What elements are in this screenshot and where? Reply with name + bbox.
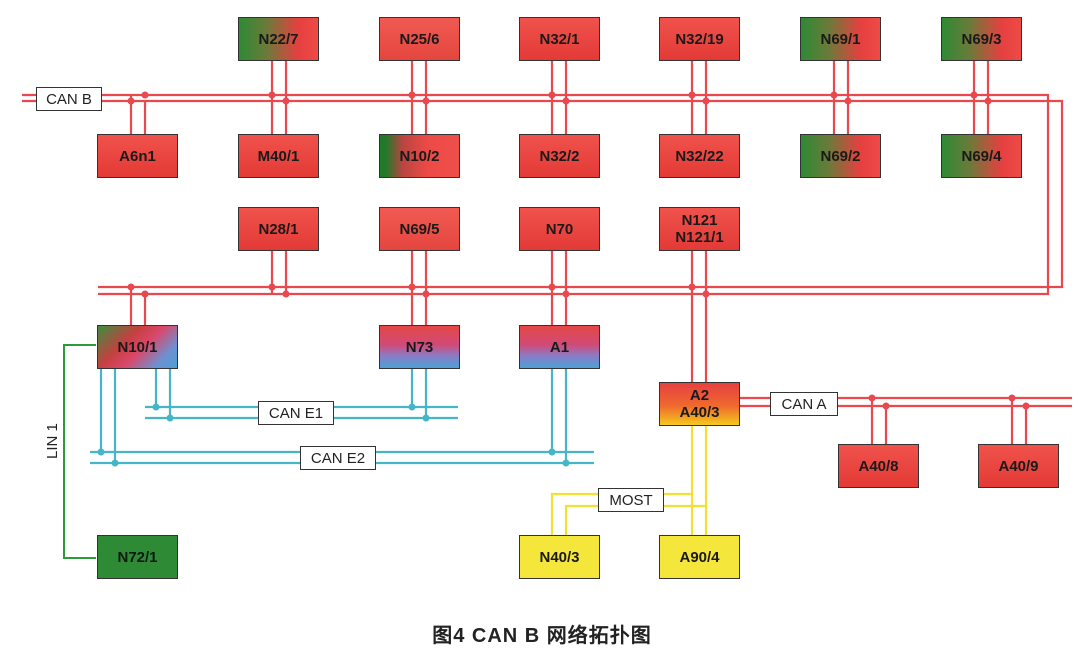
node-a40-9[interactable]: A40/9 (978, 444, 1059, 488)
can-a-label: CAN A (770, 392, 838, 416)
can-b-bus-upper (22, 58, 1072, 446)
node-a2-label-2: A40/3 (679, 404, 720, 421)
node-n73[interactable]: N73 (379, 325, 460, 369)
lin-bus (63, 344, 96, 559)
node-n40-3[interactable]: N40/3 (519, 535, 600, 579)
can-b-junctions (127, 91, 1030, 410)
node-n10-2[interactable]: N10/2 (379, 134, 460, 178)
node-n121[interactable]: N121 N121/1 (659, 207, 740, 251)
node-a40-8[interactable]: A40/8 (838, 444, 919, 488)
node-n70[interactable]: N70 (519, 207, 600, 251)
node-a90-4[interactable]: A90/4 (659, 535, 740, 579)
node-n69-2[interactable]: N69/2 (800, 134, 881, 178)
node-a2[interactable]: A2 A40/3 (659, 382, 740, 426)
node-n69-1[interactable]: N69/1 (800, 17, 881, 61)
node-a2-label-1: A2 (689, 387, 710, 404)
node-n121-label-2: N121/1 (675, 229, 724, 246)
node-n10-1[interactable]: N10/1 (97, 325, 178, 369)
can-b-label: CAN B (36, 87, 102, 111)
node-a1[interactable]: A1 (519, 325, 600, 369)
node-n72-1[interactable]: N72/1 (97, 535, 178, 579)
node-n69-3[interactable]: N69/3 (941, 17, 1022, 61)
can-e-junctions (97, 403, 570, 467)
node-n69-5[interactable]: N69/5 (379, 207, 460, 251)
can-e1-label: CAN E1 (258, 401, 334, 425)
most-bus (550, 426, 708, 536)
node-n22-7[interactable]: N22/7 (238, 17, 319, 61)
lin1-label: LIN 1 (44, 423, 61, 459)
node-n32-19[interactable]: N32/19 (659, 17, 740, 61)
node-n25-6[interactable]: N25/6 (379, 17, 460, 61)
node-n69-4[interactable]: N69/4 (941, 134, 1022, 178)
figure-caption: 图4 CAN B 网络拓扑图 (432, 625, 652, 647)
node-a6n1[interactable]: A6n1 (97, 134, 178, 178)
node-m40-1[interactable]: M40/1 (238, 134, 319, 178)
node-n32-22[interactable]: N32/22 (659, 134, 740, 178)
can-e2-label: CAN E2 (300, 446, 376, 470)
most-label: MOST (598, 488, 664, 512)
node-n32-2[interactable]: N32/2 (519, 134, 600, 178)
node-n32-1[interactable]: N32/1 (519, 17, 600, 61)
node-n28-1[interactable]: N28/1 (238, 207, 319, 251)
bus-wiring (22, 58, 1072, 559)
node-n121-label-1: N121 (681, 212, 718, 229)
